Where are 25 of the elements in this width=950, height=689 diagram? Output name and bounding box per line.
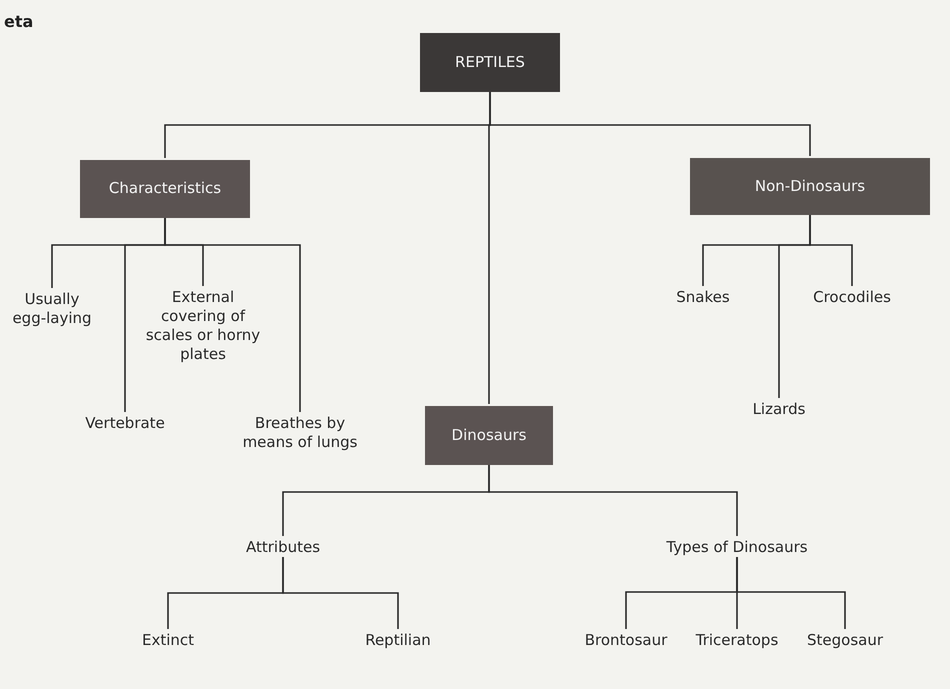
category-box: Characteristics [80, 160, 250, 218]
connector-line [809, 215, 853, 286]
branch-label: Attributes [228, 538, 338, 558]
branch-label: Crocodiles [802, 288, 902, 308]
branch-label: Brontosaur [576, 631, 676, 650]
connector-line [164, 218, 301, 412]
branch-label: External covering of scales or horny plates [138, 288, 268, 364]
branch-label: Snakes [663, 288, 743, 308]
category-box: Dinosaurs [425, 406, 553, 465]
connector-line [282, 557, 399, 629]
connector-line [488, 92, 491, 404]
category-box: REPTILES [420, 33, 560, 92]
branch-label: Types of Dinosaurs [652, 538, 822, 558]
branch-label: Stegosaur [800, 631, 890, 650]
heading-fragment: eta [4, 12, 34, 31]
category-box: Non-Dinosaurs [690, 158, 930, 215]
branch-label: Vertebrate [70, 414, 180, 434]
branch-label: Reptilian [353, 631, 443, 650]
branch-label: Extinct [128, 631, 208, 650]
branch-label: Lizards [739, 400, 819, 420]
connector-line [488, 465, 738, 536]
branch-label: Usually egg-laying [12, 290, 92, 328]
connector-line [736, 557, 846, 629]
branch-label: Triceratops [687, 631, 787, 650]
branch-label: Breathes by means of lungs [230, 414, 370, 452]
